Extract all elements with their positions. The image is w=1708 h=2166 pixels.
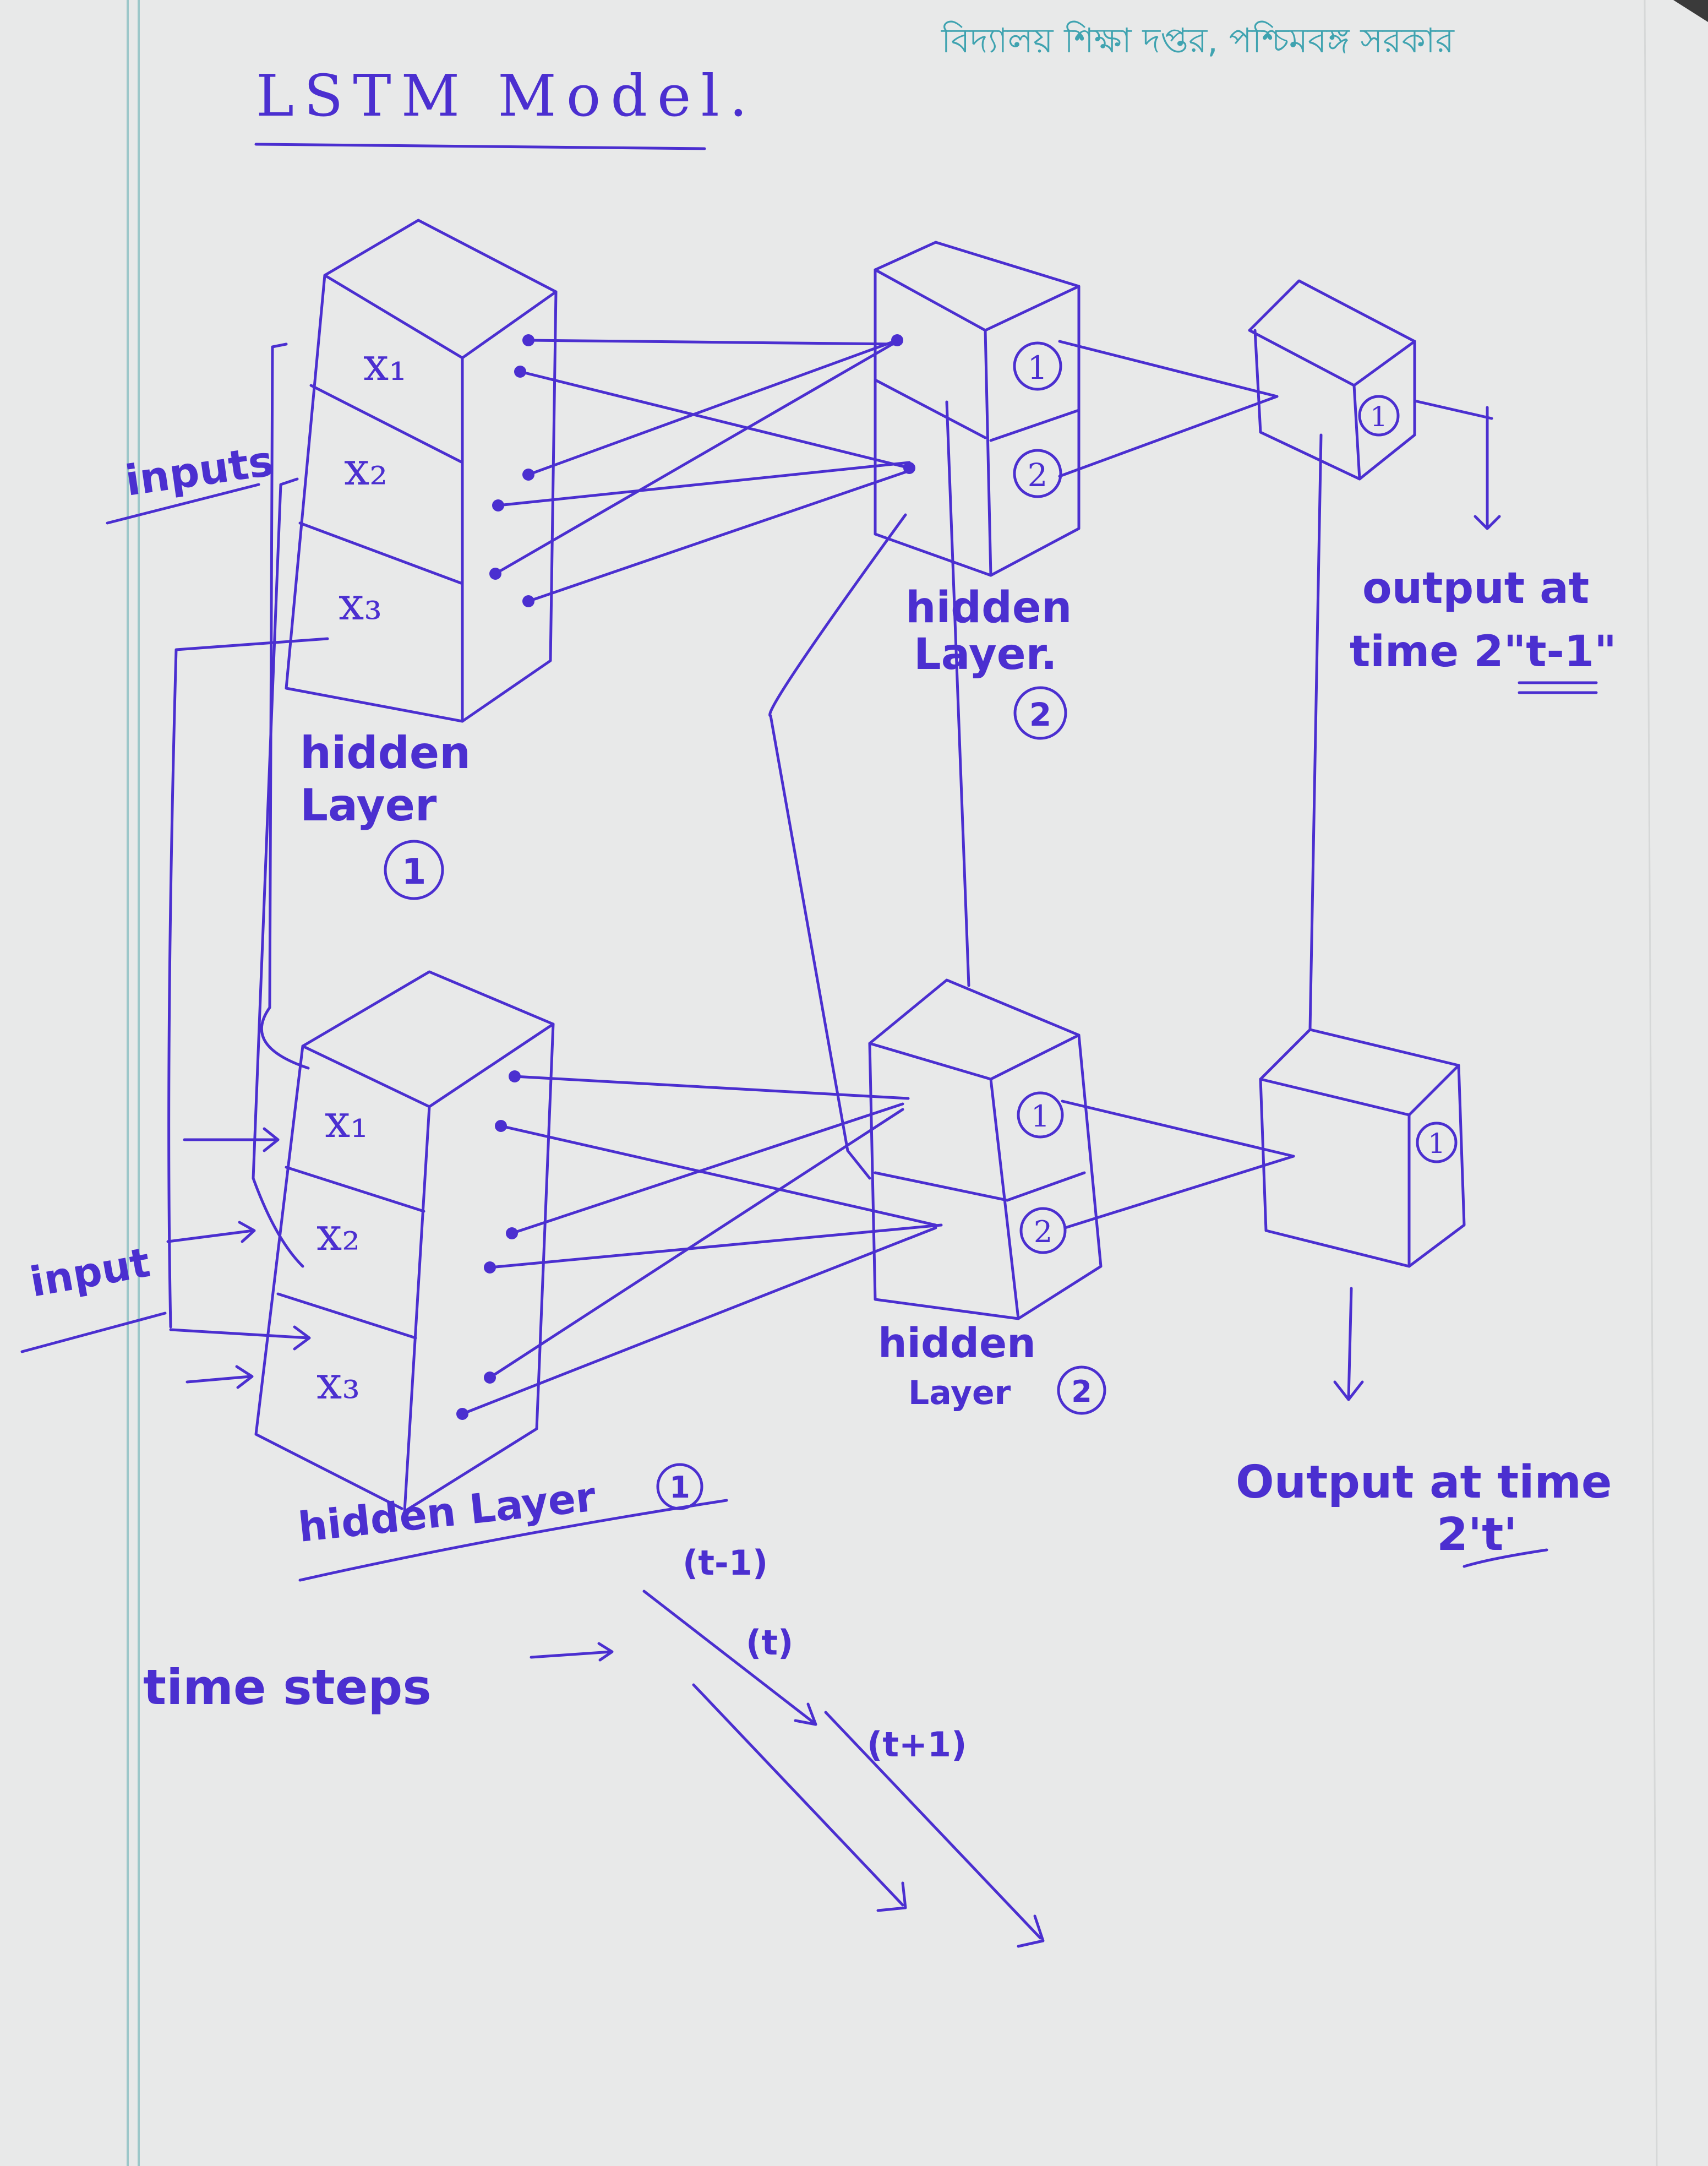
- svg-text:(t-1): (t-1): [683, 1543, 768, 1583]
- recurrent-wires-stack: [167, 342, 329, 1329]
- hidden2-bottom-label: hidden Layer 2: [878, 1320, 1106, 1415]
- page-corner: [1673, 0, 1708, 22]
- svg-text:1: 1: [402, 852, 427, 892]
- stack1-cell-x3: x₃: [339, 578, 382, 630]
- stack1-cell-x1: x₁: [363, 339, 407, 391]
- svg-text:hidden: hidden: [878, 1320, 1036, 1367]
- title-group: LSTM Model.: [254, 62, 757, 150]
- svg-text:Layer: Layer: [908, 1374, 1011, 1412]
- svg-text:Output at time: Output at time: [1236, 1456, 1612, 1509]
- svg-text:1: 1: [1031, 1099, 1050, 1134]
- margin-lines: [127, 0, 1658, 2166]
- svg-text:time steps: time steps: [143, 1659, 432, 1716]
- input-arrows: [166, 1127, 311, 1389]
- stack2-cell-x2: x₂: [317, 1209, 360, 1261]
- svg-text:hidden: hidden: [300, 727, 471, 779]
- svg-text:(t): (t): [746, 1623, 793, 1663]
- stack-t-minus-1: x₁ x₂ x₃: [285, 219, 558, 723]
- svg-text:time 2"t-1": time 2"t-1": [1350, 627, 1617, 677]
- svg-text:Layer: Layer: [300, 780, 437, 831]
- hidden2-top-label: hidden Layer. 2: [905, 583, 1072, 740]
- svg-text:2't': 2't': [1437, 1509, 1517, 1561]
- output-bottom-label: Output at time 2't': [1236, 1456, 1612, 1568]
- connections-top: [494, 339, 1279, 603]
- output-cube-t-minus-1: 1: [1248, 279, 1501, 530]
- svg-text:hidden: hidden: [905, 583, 1072, 633]
- svg-text:Layer.: Layer.: [914, 630, 1057, 679]
- svg-text:2: 2: [1071, 1374, 1092, 1409]
- hidden2-t: 1 2: [868, 978, 1103, 1320]
- page-title: LSTM Model.: [256, 62, 757, 129]
- stack1-cell-x2: x₂: [344, 443, 388, 496]
- connections-bottom: [461, 1075, 1295, 1416]
- time-steps: time steps (t-1) (t) (t+1): [143, 1543, 1045, 1948]
- output-top-label: output at time 2"t-1": [1350, 564, 1617, 694]
- svg-text:2: 2: [1034, 1215, 1052, 1249]
- svg-text:1: 1: [1428, 1128, 1445, 1160]
- svg-text:2: 2: [1029, 696, 1051, 733]
- svg-text:output at: output at: [1362, 564, 1589, 613]
- stack2-cell-x3: x₃: [317, 1357, 360, 1409]
- school-header: বিদ্যালয় শিক্ষা দপ্তর, পশ্চিমবঙ্গ সরকার: [941, 20, 1455, 61]
- output-cube-t: 1: [1259, 1028, 1466, 1401]
- svg-text:1: 1: [1370, 401, 1388, 433]
- svg-text:1: 1: [1028, 349, 1048, 387]
- svg-text:1: 1: [669, 1470, 690, 1505]
- stack2-cell-x1: x₁: [325, 1096, 368, 1148]
- recurrent-wires-hidden: [768, 400, 1323, 1180]
- svg-text:(t+1): (t+1): [867, 1724, 967, 1765]
- svg-text:2: 2: [1028, 456, 1048, 494]
- stack1-label: hidden Layer 1: [300, 727, 471, 900]
- hidden2-t-minus-1: 1 2: [874, 241, 1081, 577]
